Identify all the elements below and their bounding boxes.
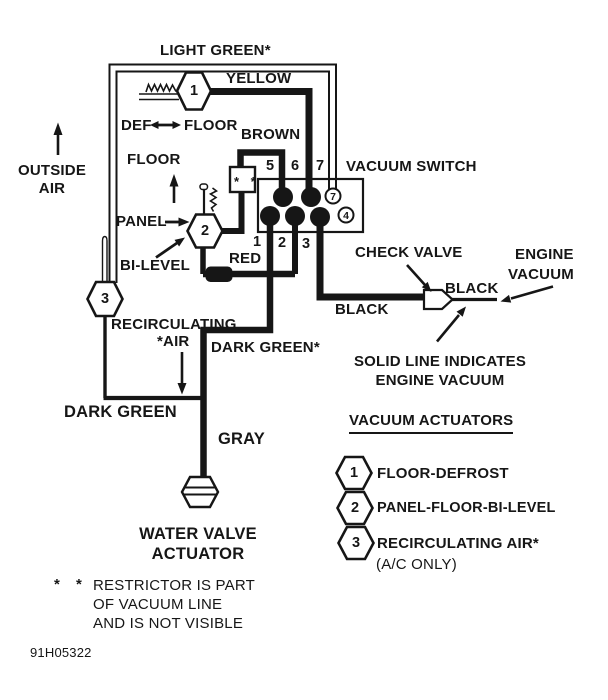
restrictor-box-asterisks: * * [234,174,260,189]
port-7-label: 7 [315,158,325,174]
legend-3-number: 3 [351,535,361,551]
check-valve-symbol [422,288,455,311]
solid-line-note: SOLID LINE INDICATES ENGINE VACUUM [353,353,527,389]
def-floor-label: FLOOR [184,117,238,134]
gray-label: GRAY [218,430,265,448]
air-star-label: *AIR [157,333,190,350]
legend-3-note: (A/C ONLY) [376,556,457,573]
port-5 [273,187,293,207]
outside-air-label: OUTSIDE AIR [17,162,87,197]
hex2-to-restrictor-hose [220,193,245,234]
legend-2-number: 2 [350,500,360,516]
port-3-label: 3 [301,236,311,252]
dark-green-label: DARK GREEN [64,403,177,421]
port-5-label: 5 [265,158,275,174]
floor-defrost-vent-lines [139,93,179,101]
footnote-bullet: * * [54,576,88,593]
actuator-3-hexagon [86,280,124,318]
port-7-circle [324,187,342,205]
restrictor-box [228,165,257,194]
light-green-label: LIGHT GREEN* [160,42,271,59]
panel-label: PANEL [116,213,167,230]
brown-label: BROWN [241,126,301,143]
legend-hexagon-1 [335,455,373,491]
port-6 [301,187,321,207]
port-2 [285,206,305,226]
port-4-circle [337,206,355,224]
legend-title: VACUUM ACTUATORS [349,412,514,434]
legend-hexagon-2 [336,490,374,526]
def-label: DEF [121,117,152,134]
red-hose-restrictor-bar [205,266,233,282]
light-green-hose-outer [108,63,337,283]
port-6-label: 6 [290,158,300,174]
port-7-circled-number: 7 [330,190,336,203]
engine-vacuum-arrow [500,285,554,303]
port-3 [310,207,330,227]
bi-level-arrow [155,237,185,259]
yellow-hose [209,88,313,197]
floor-arrow [169,174,179,203]
water-valve-chords [183,486,217,496]
hex2-vent-cap [199,183,209,191]
water-valve-actuator-symbol [180,475,220,509]
restrictor-squiggle-2 [208,187,219,212]
outside-air-arrow [53,122,63,155]
actuator-3-number: 3 [100,291,110,307]
check-valve-arrow [406,264,432,292]
black-hose [316,217,424,301]
actuator-1-number: 1 [189,83,199,99]
vacuum-switch-title: VACUUM SWITCH [346,158,477,175]
dark-green-star-label: DARK GREEN* [211,339,320,356]
black-label-right: BLACK [445,280,499,297]
actuator-2-hexagon [186,213,224,249]
legend-1-label: FLOOR-DEFROST [377,465,509,482]
def-floor-double-arrow [150,121,181,129]
panel-arrow [165,217,190,227]
floor-label: FLOOR [127,151,181,168]
recirc-air-arrow [177,352,187,395]
engine-vacuum-label-2: VACUUM [508,266,574,283]
water-valve-actuator-label: WATER VALVE ACTUATOR [139,525,257,563]
check-valve-label: CHECK VALVE [355,244,463,261]
actuator-1-hexagon [175,71,213,111]
solid-line-note-arrow [435,306,466,343]
legend-2-label: PANEL-FLOOR-BI-LEVEL [377,500,556,516]
legend-1-number: 1 [349,465,359,481]
port-1 [260,206,280,226]
recirc-vent-stub [101,235,108,283]
yellow-label: YELLOW [226,70,292,87]
actuator-2-number: 2 [200,223,210,239]
recirculating-label: RECIRCULATING [111,316,237,333]
legend-3-label: RECIRCULATING AIR* [377,535,539,552]
brown-hose [237,149,286,197]
restrictor-footnote: RESTRICTOR IS PART OF VACUUM LINE AND IS… [93,577,255,632]
figure-number: 91H05322 [30,645,92,660]
black-label-left: BLACK [335,301,389,318]
port-2-label: 2 [277,235,287,251]
port-4-circled-number: 4 [343,209,349,222]
light-green-hose-inner [115,70,330,283]
red-label: RED [229,250,262,267]
bi-level-label: BI-LEVEL [120,257,190,274]
legend-hexagon-3 [337,525,375,561]
restrictor-squiggle-1 [145,82,177,93]
engine-vacuum-label-1: ENGINE [515,246,574,263]
dark-green-gray-hose [200,216,274,478]
port-1-label: 1 [252,234,262,250]
